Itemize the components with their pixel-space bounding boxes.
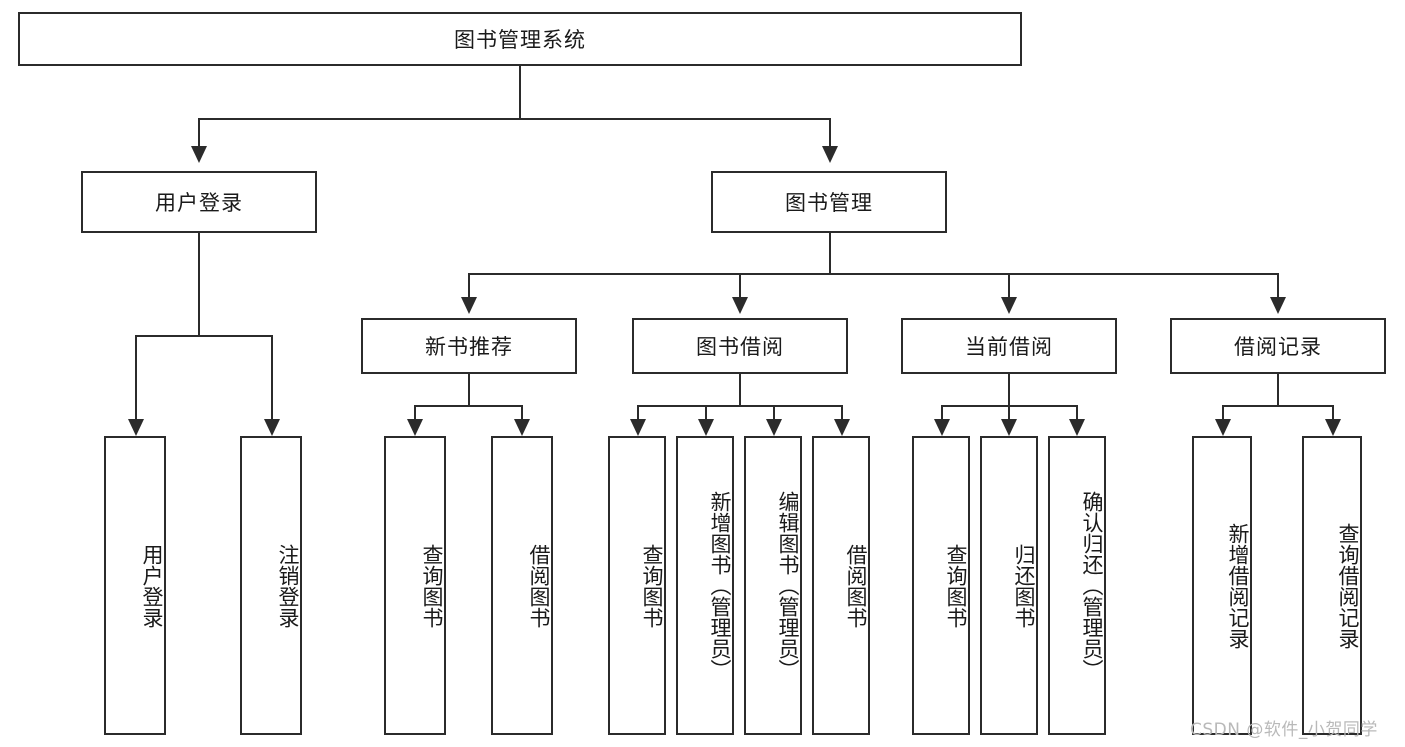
edge-newbook-to-leaf2 — [521, 405, 523, 419]
leaf-borrow-add-book-admin[interactable]: 新增图书（管理员） — [676, 436, 734, 735]
node-current-borrow-label: 当前借阅 — [965, 335, 1053, 359]
leaf-borrow-query-books[interactable]: 查询图书 — [608, 436, 666, 735]
arrow-bookmgmt-to-borrow — [732, 297, 748, 314]
leaf-borrow-borrow-books[interactable]: 借阅图书 — [812, 436, 870, 735]
leaf-newbook-query-books[interactable]: 查询图书 — [384, 436, 446, 735]
edge-root-to-login — [198, 118, 200, 146]
node-user-login[interactable]: 用户登录 — [81, 171, 317, 233]
leaf-record-add-record[interactable]: 新增借阅记录 — [1192, 436, 1252, 735]
edge-current-stem — [1008, 374, 1010, 405]
arrow-bookmgmt-to-newbook — [461, 297, 477, 314]
edge-root-bus — [198, 118, 831, 120]
node-user-login-label: 用户登录 — [155, 191, 243, 215]
edge-record-to-leaf1 — [1222, 405, 1224, 419]
edge-login-bus — [135, 335, 271, 337]
leaf-record-add-record-label: 新增借阅记录 — [1226, 522, 1250, 649]
node-new-book-recommend[interactable]: 新书推荐 — [361, 318, 577, 374]
edge-current-to-leaf2 — [1008, 405, 1010, 419]
arrow-record-to-leaf1 — [1215, 419, 1231, 436]
edge-borrow-to-leaf2 — [705, 405, 707, 419]
edge-root-stem — [519, 66, 521, 118]
leaf-newbook-borrow-books-label: 借阅图书 — [527, 543, 551, 628]
leaf-borrow-add-book-admin-label: 新增图书（管理员） — [708, 491, 732, 680]
leaf-user-login[interactable]: 用户登录 — [104, 436, 166, 735]
edge-record-to-leaf2 — [1332, 405, 1334, 419]
leaf-current-query-books[interactable]: 查询图书 — [912, 436, 970, 735]
leaf-borrow-edit-book-admin-label: 编辑图书（管理员） — [776, 491, 800, 680]
leaf-newbook-borrow-books[interactable]: 借阅图书 — [491, 436, 553, 735]
arrow-login-to-leaf1 — [128, 419, 144, 436]
edge-current-to-leaf3 — [1076, 405, 1078, 419]
arrow-borrow-to-leaf2 — [698, 419, 714, 436]
edge-newbook-to-leaf1 — [414, 405, 416, 419]
edge-borrow-bus — [637, 405, 842, 407]
node-new-book-recommend-label: 新书推荐 — [425, 335, 513, 359]
arrow-record-to-leaf2 — [1325, 419, 1341, 436]
leaf-logout[interactable]: 注销登录 — [240, 436, 302, 735]
edge-borrow-stem — [739, 374, 741, 405]
edge-borrow-to-leaf4 — [841, 405, 843, 419]
edge-current-to-leaf1 — [941, 405, 943, 419]
node-borrow-record[interactable]: 借阅记录 — [1170, 318, 1386, 374]
leaf-borrow-edit-book-admin[interactable]: 编辑图书（管理员） — [744, 436, 802, 735]
node-book-borrow-label: 图书借阅 — [696, 335, 784, 359]
arrow-newbook-to-leaf1 — [407, 419, 423, 436]
edge-bookmgmt-to-record — [1277, 273, 1279, 297]
edge-bookmgmt-to-borrow — [739, 273, 741, 297]
node-root[interactable]: 图书管理系统 — [18, 12, 1022, 66]
edge-root-to-bookmgmt — [829, 118, 831, 146]
node-book-borrow[interactable]: 图书借阅 — [632, 318, 848, 374]
arrow-current-to-leaf1 — [934, 419, 950, 436]
arrow-bookmgmt-to-record — [1270, 297, 1286, 314]
edge-borrow-to-leaf1 — [637, 405, 639, 419]
edge-record-stem — [1277, 374, 1279, 405]
edge-bookmgmt-bus — [468, 273, 1279, 275]
node-root-label: 图书管理系统 — [454, 28, 586, 52]
arrow-newbook-to-leaf2 — [514, 419, 530, 436]
leaf-borrow-borrow-books-label: 借阅图书 — [844, 543, 868, 628]
leaf-borrow-query-books-label: 查询图书 — [640, 543, 664, 628]
leaf-current-query-books-label: 查询图书 — [944, 543, 968, 628]
edge-record-bus — [1222, 405, 1333, 407]
leaf-newbook-query-books-label: 查询图书 — [420, 543, 444, 628]
leaf-record-query-record[interactable]: 查询借阅记录 — [1302, 436, 1362, 735]
node-book-management-label: 图书管理 — [785, 191, 873, 215]
leaf-current-return-books[interactable]: 归还图书 — [980, 436, 1038, 735]
edge-borrow-to-leaf3 — [773, 405, 775, 419]
arrow-root-to-login — [191, 146, 207, 163]
leaf-logout-label: 注销登录 — [276, 543, 300, 628]
edge-login-to-leaf1 — [135, 335, 137, 419]
edge-bookmgmt-to-newbook — [468, 273, 470, 297]
node-borrow-record-label: 借阅记录 — [1234, 335, 1322, 359]
leaf-user-login-label: 用户登录 — [140, 543, 164, 628]
arrow-borrow-to-leaf4 — [834, 419, 850, 436]
edge-newbook-stem — [468, 374, 470, 405]
arrow-root-to-bookmgmt — [822, 146, 838, 163]
arrow-borrow-to-leaf3 — [766, 419, 782, 436]
arrow-login-to-leaf2 — [264, 419, 280, 436]
leaf-current-return-books-label: 归还图书 — [1012, 543, 1036, 628]
edge-login-stem — [198, 233, 200, 335]
leaf-record-query-record-label: 查询借阅记录 — [1336, 522, 1360, 649]
edge-newbook-bus — [414, 405, 522, 407]
arrow-bookmgmt-to-current — [1001, 297, 1017, 314]
edge-bookmgmt-to-current — [1008, 273, 1010, 297]
edge-bookmgmt-stem — [829, 233, 831, 273]
arrow-current-to-leaf2 — [1001, 419, 1017, 436]
node-book-management[interactable]: 图书管理 — [711, 171, 947, 233]
leaf-current-confirm-return-admin[interactable]: 确认归还（管理员） — [1048, 436, 1106, 735]
leaf-current-confirm-return-admin-label: 确认归还（管理员） — [1080, 491, 1104, 680]
edge-login-to-leaf2 — [271, 335, 273, 419]
node-current-borrow[interactable]: 当前借阅 — [901, 318, 1117, 374]
csdn-watermark: CSDN @软件_小贺同学 — [1190, 720, 1378, 740]
arrow-borrow-to-leaf1 — [630, 419, 646, 436]
arrow-current-to-leaf3 — [1069, 419, 1085, 436]
